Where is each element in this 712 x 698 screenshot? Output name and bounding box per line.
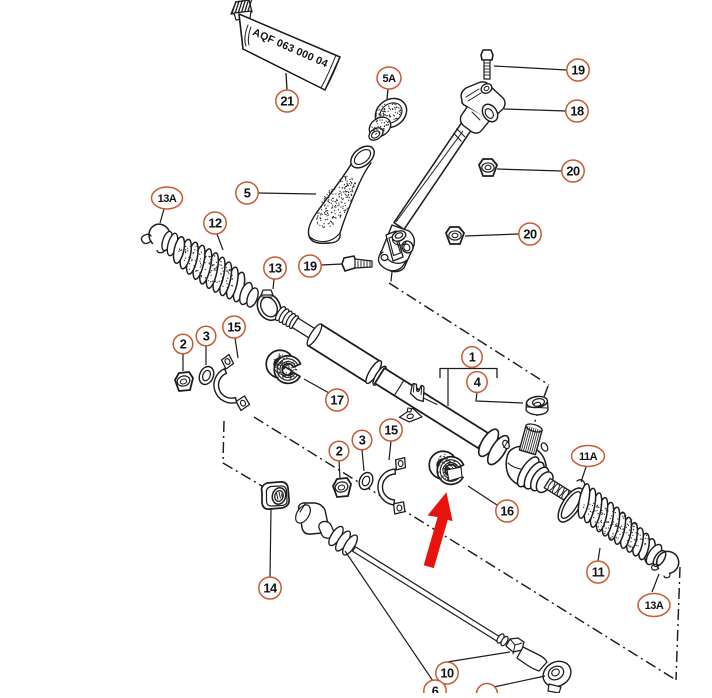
svg-text:1: 1: [469, 350, 476, 365]
svg-text:15: 15: [227, 320, 241, 335]
svg-text:11A: 11A: [579, 451, 598, 463]
svg-text:20: 20: [566, 164, 580, 179]
svg-text:11: 11: [592, 565, 605, 580]
svg-text:13A: 13A: [158, 193, 177, 205]
svg-text:10: 10: [440, 666, 454, 681]
svg-text:13A: 13A: [645, 600, 664, 612]
svg-text:2: 2: [336, 444, 343, 459]
svg-text:12: 12: [208, 216, 222, 231]
svg-text:5A: 5A: [382, 73, 396, 85]
svg-text:4: 4: [474, 375, 482, 390]
svg-text:19: 19: [303, 259, 317, 274]
svg-text:19: 19: [571, 63, 585, 78]
svg-text:17: 17: [330, 393, 344, 408]
svg-text:16: 16: [500, 504, 514, 519]
svg-text:20: 20: [523, 227, 537, 242]
svg-text:21: 21: [280, 94, 294, 109]
svg-text:18: 18: [570, 104, 584, 119]
svg-text:6: 6: [432, 684, 439, 693]
svg-text:3: 3: [359, 433, 366, 448]
svg-text:2: 2: [180, 337, 187, 352]
svg-text:3: 3: [203, 329, 210, 344]
svg-text:15: 15: [384, 423, 398, 438]
svg-text:5: 5: [244, 186, 251, 201]
svg-text:14: 14: [263, 581, 278, 596]
svg-text:13: 13: [268, 261, 282, 276]
